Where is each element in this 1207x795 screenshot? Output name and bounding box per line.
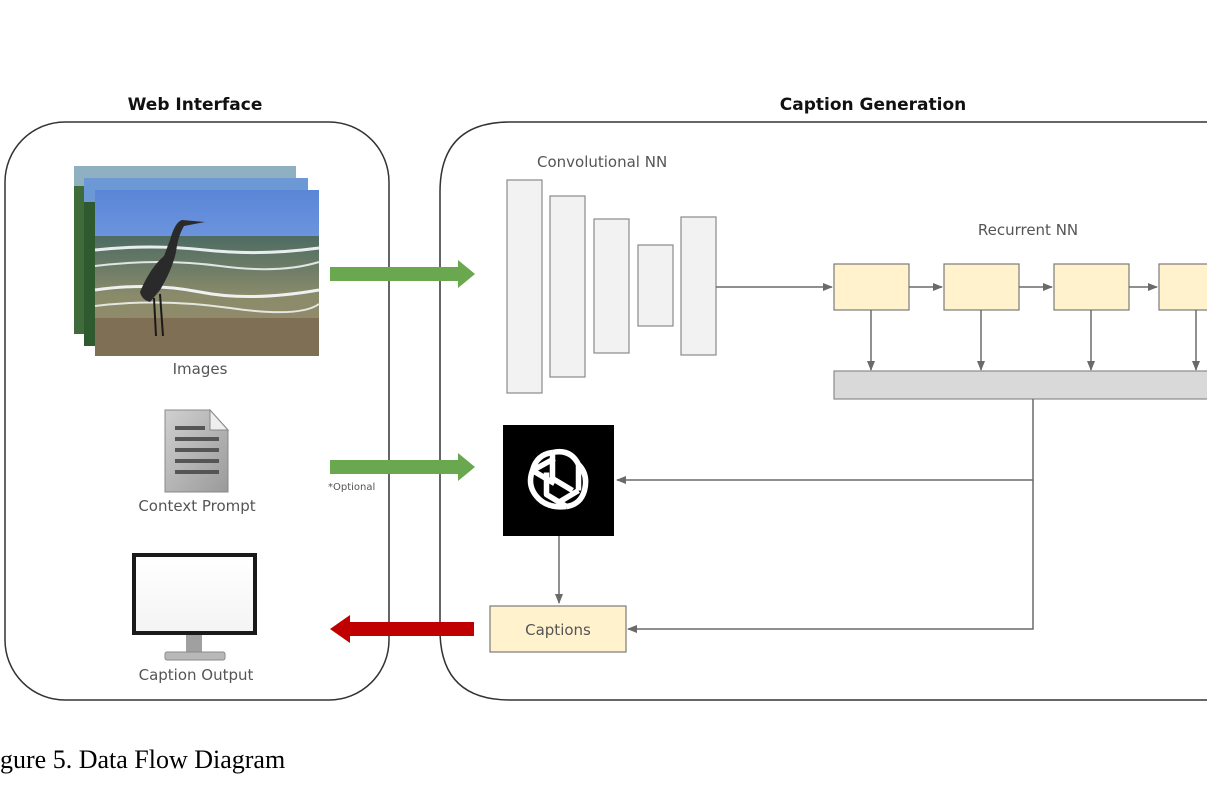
bar-to-llm-connector — [616, 399, 1034, 484]
heron-photo-stack-icon — [74, 166, 320, 356]
images-input-arrow — [330, 260, 475, 288]
rnn-label: Recurrent NN — [978, 221, 1078, 239]
rnn-cell-2 — [943, 263, 1020, 311]
rnn-aggregate-bar — [833, 370, 1207, 400]
rnn-cell-4 — [1158, 263, 1207, 311]
cnn-label: Convolutional NN — [537, 153, 667, 171]
captions-label: Captions — [525, 621, 591, 639]
caption-generation-title: Caption Generation — [780, 95, 966, 115]
rnn-cell-1 — [833, 263, 910, 311]
context-prompt-label: Context Prompt — [138, 497, 255, 515]
rnn-cell-3 — [1053, 263, 1130, 311]
bar-to-captions-connector — [627, 480, 1034, 633]
cnn-layer-2 — [549, 195, 586, 378]
monitor-icon — [132, 553, 257, 661]
images-label: Images — [173, 360, 228, 378]
cnn-layer-1 — [506, 179, 543, 394]
captions-box — [489, 605, 627, 653]
web-interface-title: Web Interface — [128, 95, 263, 115]
caption-output-label: Caption Output — [139, 666, 254, 684]
caption-output-arrow — [330, 615, 474, 643]
cnn-layer-4 — [637, 244, 674, 327]
prompt-input-arrow — [330, 453, 475, 481]
cnn-layer-5 — [680, 216, 717, 356]
openai-logo-icon — [503, 425, 614, 536]
document-icon — [164, 408, 230, 493]
figure-caption: gure 5. Data Flow Diagram — [0, 745, 285, 774]
web-interface-panel — [4, 121, 390, 701]
optional-note: *Optional — [328, 482, 375, 493]
cnn-layer-3 — [593, 218, 630, 354]
caption-generation-panel — [439, 121, 1207, 701]
